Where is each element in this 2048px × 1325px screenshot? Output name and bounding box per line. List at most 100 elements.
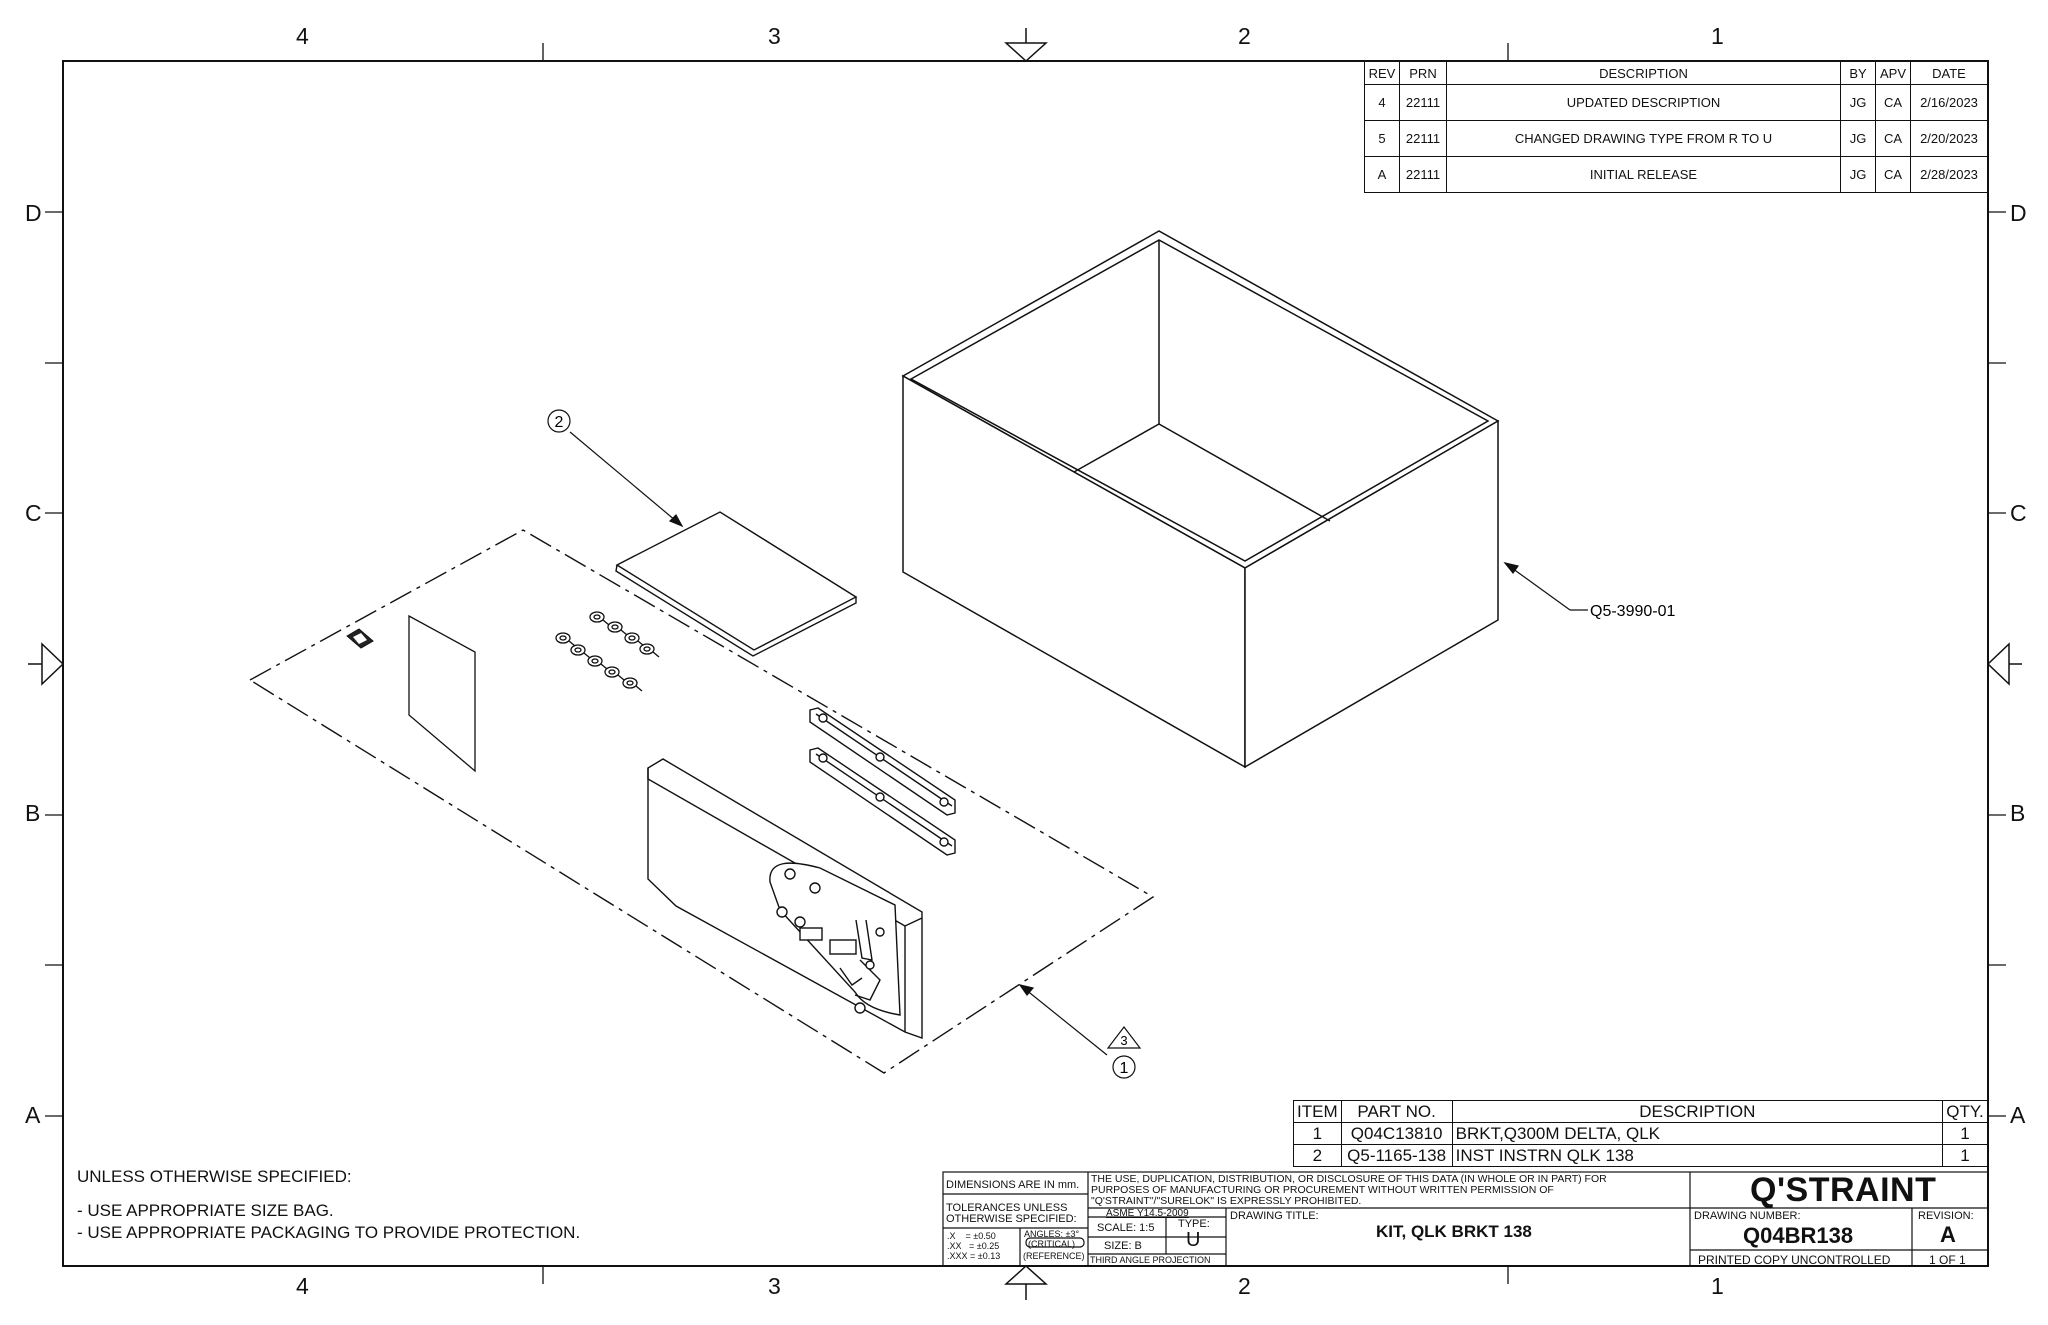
rev-cell: 22111 (1399, 156, 1447, 193)
item2-leader (569, 431, 684, 528)
rev-cell: JG (1840, 120, 1876, 157)
zone-right-c: C (2010, 500, 2027, 526)
box-part-number: Q5-3990-01 (1590, 603, 1675, 620)
zone-left-d: D (25, 200, 42, 226)
bom-header-description: DESCRIPTION (1451, 1100, 1944, 1123)
zone-top-4: 4 (296, 23, 309, 49)
tb-angles: ANGLES: ±3° (1024, 1229, 1080, 1239)
drawing-number: Q04BR138 (1743, 1223, 1854, 1248)
instruction-sheet (615, 511, 858, 657)
rev-cell: JG (1840, 84, 1876, 121)
zone-top-3: 3 (768, 23, 781, 49)
note-line: - USE APPROPRIATE SIZE BAG. (77, 1201, 334, 1220)
zone-left-a: A (25, 1102, 41, 1128)
rev-header-description: DESCRIPTION (1446, 61, 1841, 85)
drawing-border (62, 60, 1989, 1267)
bom-cell: INST INSTRN QLK 138 (1451, 1144, 1944, 1167)
bom-row: 2 Q5-1165-138 INST INSTRN QLK 138 1 (1293, 1144, 1988, 1167)
tb-projection: THIRD ANGLE PROJECTION (1090, 1255, 1211, 1265)
bom-header-item: ITEM (1293, 1100, 1342, 1123)
bill-of-materials: ITEM PART NO. DESCRIPTION QTY. 1 Q04C138… (1293, 1100, 1988, 1167)
tb-revision-label: REVISION: (1918, 1210, 1974, 1222)
rev-cell: CA (1875, 84, 1911, 121)
item1-leader (1018, 984, 1108, 1056)
bom-cell: Q5-1165-138 (1340, 1144, 1453, 1167)
tb-tol-xxx: .XXX = ±0.13 (947, 1251, 1001, 1261)
zone-ticks (45, 43, 2006, 1284)
rev-cell: CHANGED DRAWING TYPE FROM R TO U (1446, 120, 1841, 157)
kit-layout-outline (248, 529, 1155, 1074)
rev-cell: UPDATED DESCRIPTION (1446, 84, 1841, 121)
tb-dimensions: DIMENSIONS ARE IN mm. (946, 1179, 1080, 1191)
rev-cell: 22111 (1399, 120, 1447, 157)
label-card (408, 614, 476, 773)
zone-bottom-1: 1 (1711, 1273, 1724, 1299)
rev-header-by: BY (1840, 61, 1876, 85)
center-arrow-bottom (1004, 1264, 1048, 1285)
balloon-1-text: 1 (1120, 1060, 1129, 1077)
rev-cell: 2/28/2023 (1910, 156, 1988, 193)
rev-cell: INITIAL RELEASE (1446, 156, 1841, 193)
zone-right-a: A (2010, 1102, 2026, 1128)
tb-reference: (REFERENCE) (1023, 1251, 1085, 1261)
rev-cell: 2/16/2023 (1910, 84, 1988, 121)
rev-cell: 4 (1364, 84, 1400, 121)
flat-bars (809, 707, 956, 856)
center-arrow-right (1986, 642, 2010, 686)
rev-cell: A (1364, 156, 1400, 193)
tb-type-value: U (1186, 1229, 1201, 1251)
balloon-2-text: 2 (555, 414, 564, 431)
drawing-title: KIT, QLK BRKT 138 (1376, 1222, 1532, 1241)
balloon-2-circle (547, 409, 571, 433)
rev-cell: 2/20/2023 (1910, 120, 1988, 157)
rev-cell: JG (1840, 156, 1876, 193)
revision-row: 4 22111 UPDATED DESCRIPTION JG CA 2/16/2… (1364, 84, 1988, 121)
center-arrow-left (41, 642, 65, 686)
balloon-3-text: 3 (1120, 1033, 1127, 1048)
shipping-box (901, 230, 1500, 769)
notes-heading: UNLESS OTHERWISE SPECIFIED: (77, 1167, 352, 1186)
tb-sheet: 1 OF 1 (1929, 1253, 1966, 1267)
balloon-3-triangle (1106, 1026, 1142, 1049)
revision-table: REV PRN DESCRIPTION BY APV DATE 4 22111 … (1364, 61, 1988, 193)
revision-table-header: REV PRN DESCRIPTION BY APV DATE (1364, 61, 1988, 85)
rev-header-rev: REV (1364, 61, 1400, 85)
zone-bottom-2: 2 (1238, 1273, 1251, 1299)
rev-header-apv: APV (1875, 61, 1911, 85)
bom-cell: BRKT,Q300M DELTA, QLK (1451, 1122, 1944, 1145)
bom-cell: Q04C13810 (1340, 1122, 1453, 1145)
zone-left-b: B (25, 800, 41, 826)
zone-right-d: D (2010, 200, 2027, 226)
tb-standard: ASME Y14.5-2009 (1106, 1208, 1189, 1219)
bom-header-part-no: PART NO. (1340, 1100, 1453, 1123)
tb-tol-xx: .XX = ±0.25 (947, 1241, 1000, 1251)
logo-label (346, 628, 374, 649)
bom-cell: 1 (1942, 1122, 1988, 1145)
title-block-lines (942, 1171, 1989, 1267)
centering-arrows (28, 28, 2022, 1300)
zone-top-1: 1 (1711, 23, 1724, 49)
zone-right-b: B (2010, 800, 2026, 826)
center-arrow-top (1004, 42, 1048, 63)
balloon-1-circle (1112, 1055, 1136, 1079)
bom-cell: 1 (1942, 1144, 1988, 1167)
rev-header-date: DATE (1910, 61, 1988, 85)
general-notes: UNLESS OTHERWISE SPECIFIED: - USE APPROP… (77, 1166, 580, 1244)
zone-left-c: C (25, 500, 42, 526)
note-line: - USE APPROPRIATE PACKAGING TO PROVIDE P… (77, 1223, 581, 1242)
tb-drawing-title-label: DRAWING TITLE: (1230, 1210, 1319, 1222)
rev-cell: CA (1875, 120, 1911, 157)
bom-row: 1 Q04C13810 BRKT,Q300M DELTA, QLK 1 (1293, 1122, 1988, 1145)
bracket-assembly (647, 758, 923, 1039)
tb-type-label: TYPE: (1178, 1218, 1210, 1230)
revision-value: A (1940, 1222, 1956, 1247)
tb-tol-x: .X = ±0.50 (947, 1231, 996, 1241)
box-leader (1503, 562, 1588, 611)
bom-header: ITEM PART NO. DESCRIPTION QTY. (1293, 1100, 1988, 1123)
tb-printed-copy: PRINTED COPY UNCONTROLLED (1698, 1253, 1891, 1267)
tb-tolerances-1: TOLERANCES UNLESS (946, 1202, 1068, 1214)
zone-bottom-3: 3 (768, 1273, 781, 1299)
tb-size: SIZE: B (1104, 1240, 1142, 1252)
screws (555, 611, 660, 692)
